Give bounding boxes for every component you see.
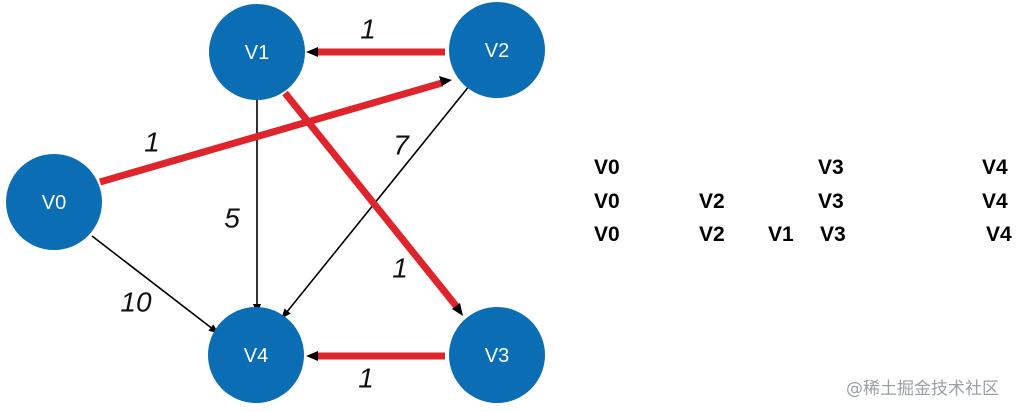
node-v1-label: V1 <box>245 42 269 64</box>
path-cell-v4: V4 <box>982 156 1008 179</box>
path-row-3: V0 V2 V1 V3 V4 <box>0 223 1025 253</box>
arrowhead-v2-v1 <box>306 47 318 57</box>
weight-v3-v4: 1 <box>358 363 374 394</box>
node-v3: V3 <box>449 307 545 403</box>
node-v0-label: V0 <box>42 192 66 214</box>
node-v4-label: V4 <box>244 345 268 367</box>
path-cell-v3: V3 <box>818 156 844 179</box>
path-row-2: V0 V2 V3 V4 <box>0 190 1025 220</box>
path-cell-v2: V2 <box>699 190 725 213</box>
node-v2: V2 <box>449 2 545 98</box>
watermark-text: @稀土掘金技术社区 <box>846 379 999 399</box>
node-v1: V1 <box>209 4 305 100</box>
path-cell-v2: V2 <box>699 223 725 246</box>
weight-v1-v3: 1 <box>392 253 408 284</box>
path-cell-v3: V3 <box>820 223 846 246</box>
weight-v0-v4: 10 <box>120 287 152 318</box>
arrowhead-v3-v4 <box>306 351 318 361</box>
path-cell-v3: V3 <box>818 190 844 213</box>
edge-v0-v2-highlight <box>99 79 443 186</box>
graph-diagram: 1 1 7 5 1 10 1 V1 V2 V0 V4 V3 <box>6 2 545 403</box>
weight-v0-v2: 1 <box>144 127 160 158</box>
path-cell-v4: V4 <box>986 223 1012 246</box>
weight-v2-v4: 7 <box>393 130 410 161</box>
path-cell-v0: V0 <box>594 223 620 246</box>
node-v0: V0 <box>6 154 102 250</box>
edge-v1-v3-highlight <box>282 90 460 310</box>
edge-v0-v4 <box>91 235 219 334</box>
path-cell-v4: V4 <box>982 190 1008 213</box>
path-row-1: V0 V3 V4 <box>0 156 1025 186</box>
weight-v2-v1: 1 <box>360 14 376 45</box>
node-v4: V4 <box>208 307 304 403</box>
path-cell-v1: V1 <box>768 223 794 246</box>
weight-v1-v4: 5 <box>224 203 240 234</box>
node-v2-label: V2 <box>485 40 509 62</box>
path-cell-v0: V0 <box>594 156 620 179</box>
arrowhead-v0-v2 <box>439 76 452 86</box>
node-v3-label: V3 <box>485 345 509 367</box>
path-cell-v0: V0 <box>594 190 620 213</box>
arrowhead-v1-v3 <box>452 303 463 316</box>
